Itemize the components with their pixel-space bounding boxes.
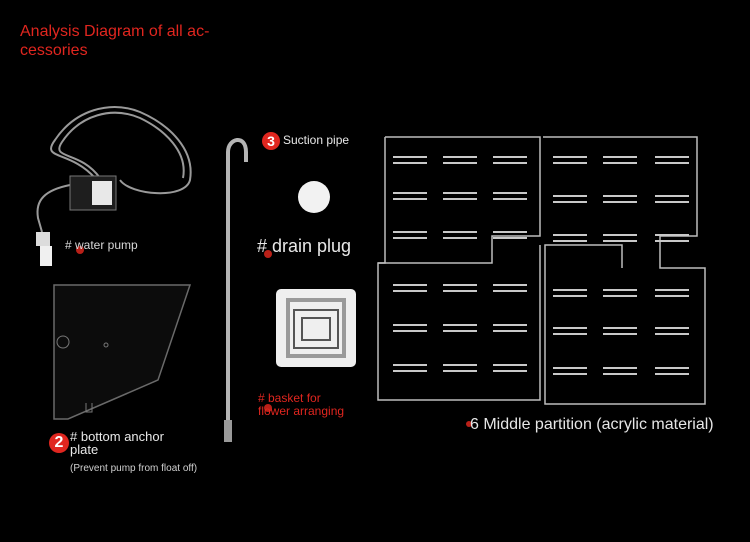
drain-plug-image xyxy=(298,181,330,213)
water-pump-label: # water pump xyxy=(65,238,138,252)
pump-plug xyxy=(36,232,50,246)
basket-label-line1: # basket for xyxy=(258,391,321,405)
anchor-plate-image xyxy=(53,284,192,420)
anchor-plate-number-badge: 2 xyxy=(49,433,69,453)
partition-label: 6 Middle partition (acrylic material) xyxy=(470,416,714,433)
drain-plug-marker xyxy=(264,250,272,258)
anchor-plate-note: (Prevent pump from float off) xyxy=(70,463,198,474)
drain-plug-label: # drain plug xyxy=(257,236,352,256)
partition-image xyxy=(377,136,706,405)
basket-label-line2: flower arranging xyxy=(258,404,345,418)
suction-pipe-image xyxy=(226,138,248,420)
partition-marker xyxy=(466,421,472,427)
water-pump-marker xyxy=(76,246,84,254)
suction-pipe-number-badge: 3 xyxy=(262,132,280,150)
anchor-plate-label-line1: # bottom anchor xyxy=(70,429,164,444)
basket-marker xyxy=(264,404,272,412)
page-title: Analysis Diagram of all ac- cessories xyxy=(20,23,210,59)
suction-pipe-label: Suction pipe xyxy=(283,133,350,147)
anchor-plate-label-line2: plate xyxy=(70,442,99,457)
water-pump-image xyxy=(36,106,192,233)
